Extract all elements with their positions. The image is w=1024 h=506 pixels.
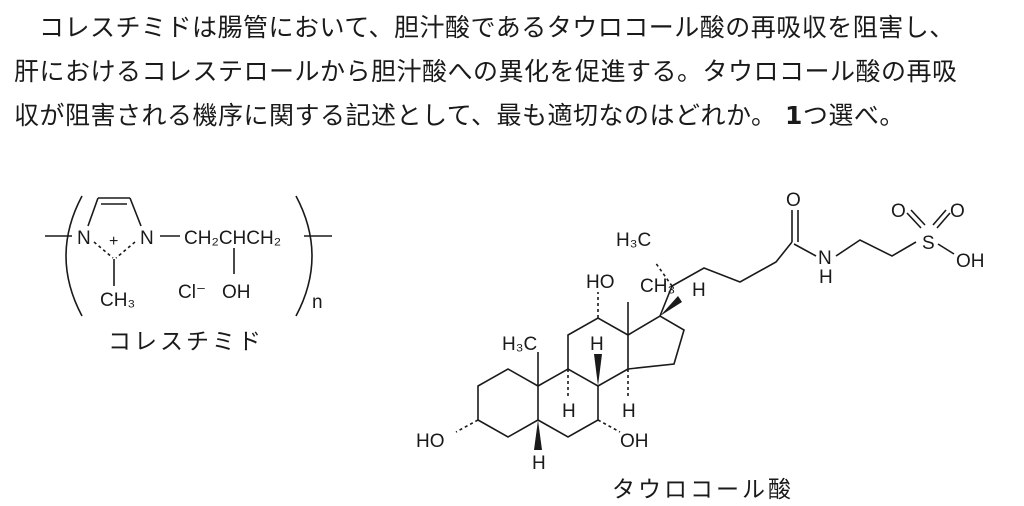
c12-hydroxyl: HO (586, 272, 615, 293)
taurocholic-acid-caption: タウロコール酸 (612, 477, 794, 503)
answer-count: 1 (784, 101, 803, 130)
c5-hydrogen: H (532, 453, 546, 474)
amide-nitrogen: N (818, 248, 832, 269)
c3-hydroxyl: HO (416, 431, 445, 452)
c17-hydrogen: H (692, 280, 706, 301)
repeat-unit-n: n (312, 292, 323, 313)
positive-charge: + (109, 233, 118, 250)
colestimide-structure: N + N CH₂CHCH₂ CH₃ Cl⁻ OH n (45, 195, 332, 317)
propylene-chain: CH₂CHCH₂ (184, 228, 281, 249)
question-line-3-end: つ選べ。 (802, 101, 905, 130)
chain-hydroxyl: OH (222, 282, 251, 303)
question-line-1: コレスチミドは腸管において、胆汁酸であるタウロコール酸の再吸収を阻害し、 (39, 13, 955, 42)
question-line-3: 収が阻害される機序に関する記述として、最も適切なのはどれか。 1つ選べ。 (14, 94, 1018, 138)
sulfonyl-oxygen-2: O (950, 201, 965, 222)
ring-methyl: CH₃ (100, 290, 135, 311)
colestimide-caption: コレスチミド (108, 329, 264, 355)
sulfonic-hydroxyl: OH (956, 251, 985, 272)
taurocholic-acid-structure: O N H O O S OH H₃C HO CH₃ H H₃C H H H HO… (416, 190, 985, 474)
c9-hydrogen: H (562, 401, 576, 422)
question-line-3-text: 収が阻害される機序に関する記述として、最も適切なのはどれか。 (14, 101, 777, 130)
amide-hydrogen: H (819, 267, 833, 288)
c14-hydrogen: H (622, 401, 636, 422)
right-bracket (295, 195, 313, 317)
left-bracket (65, 195, 83, 317)
c8-hydrogen: H (590, 334, 604, 355)
question-text: コレスチミドは腸管において、胆汁酸であるタウロコール酸の再吸収を阻害し、 肝にお… (14, 6, 1018, 138)
question-line-2: 肝におけるコレステロールから胆汁酸への異化を促進する。タウロコール酸の再吸 (14, 57, 958, 86)
imidazolium-n3: N (140, 228, 154, 249)
side-chain-methyl: H₃C (616, 230, 651, 251)
c19-methyl: H₃C (502, 334, 537, 355)
sulfur-atom: S (922, 233, 935, 254)
c7-hydroxyl: OH (620, 431, 649, 452)
sulfonyl-oxygen-1: O (891, 201, 906, 222)
carbonyl-oxygen: O (786, 190, 801, 211)
c18-methyl: CH₃ (640, 276, 675, 297)
chloride-ion: Cl⁻ (178, 282, 206, 303)
imidazolium-n1: N (77, 228, 91, 249)
